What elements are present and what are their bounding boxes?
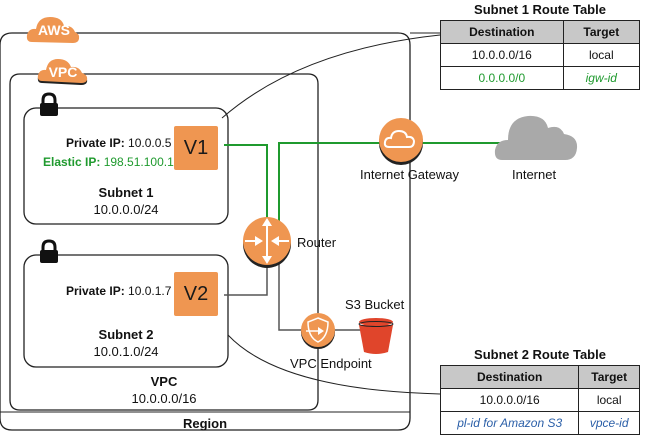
vpc-boundary [9,73,319,411]
rt1-row2-destination: 0.0.0.0/0 [440,66,564,90]
rt1-row1-destination: 10.0.0.0/16 [440,43,564,67]
subnet2-private-ip-value: 10.0.1.7 [128,284,172,298]
subnet2-name: Subnet 2 [98,327,154,342]
vpc-name: VPC [150,374,178,389]
rt1-header-target: Target [562,20,641,44]
route-table-2: Destination Target 10.0.0.0/16 local pl-… [439,365,640,435]
internet-gateway-icon [379,118,423,165]
s3-bucket-label: S3 Bucket [345,297,405,312]
table-row: 0.0.0.0/0 igw-id [440,66,641,90]
rt2-row1-target: local [578,388,640,412]
route-table-1-title: Subnet 1 Route Table [474,2,606,17]
aws-tag-label: AWS [38,22,70,38]
vpc-cloud-badge [37,59,88,85]
subnet1-cidr: 10.0.0.0/24 [93,202,159,217]
rt2-row1-destination: 10.0.0.0/16 [439,388,580,412]
rt1-association-line [221,34,441,119]
internet-route-line-v1 [224,144,268,228]
internet-gateway-label: Internet Gateway [360,167,459,182]
subnet1-private-ip: Private IP: 10.0.0.5 [66,136,171,150]
vpc-endpoint-icon [301,313,335,349]
rt1-row1-target: local [562,43,641,67]
subnet2-lock-icon [40,239,58,263]
route-table-2-title: Subnet 2 Route Table [474,347,606,362]
subnet1-boundary [23,107,229,225]
route-table-1: Destination Target 10.0.0.0/16 local 0.0… [440,20,641,90]
s3-bucket-icon [358,318,394,354]
v2-router-line [224,258,268,296]
internet-label: Internet [512,167,557,182]
subnet1-name: Subnet 1 [98,185,154,200]
table-row: 10.0.0.0/16 local [439,388,640,412]
subnet1-elastic-ip: Elastic IP: 198.51.100.1 [43,155,174,169]
vpc-cidr: 10.0.0.0/16 [131,391,197,406]
rt2-row2-destination: pl-id for Amazon S3 [439,411,580,435]
subnet1-elastic-ip-value: 198.51.100.1 [103,155,174,169]
subnet2-private-ip: Private IP: 10.0.1.7 [66,284,171,298]
subnet1-lock-icon [40,92,58,116]
subnet1-elastic-ip-label: Elastic IP: [43,155,101,169]
vpc-endpoint-label: VPC Endpoint [290,356,372,371]
internet-cloud-icon [494,115,578,160]
subnet2-boundary [23,254,229,368]
rt2-row2-target: vpce-id [578,411,640,435]
router-icon [243,217,291,268]
subnet1-private-ip-value: 10.0.0.5 [128,136,172,150]
router-endpoint-line [278,258,302,331]
region-label: Region [182,416,228,431]
instance-v1[interactable]: V1 [174,126,218,170]
rt1-row2-target: igw-id [562,66,641,90]
rt1-header-destination: Destination [440,20,564,44]
subnet1-private-ip-label: Private IP: [66,136,125,150]
subnet2-cidr: 10.0.1.0/24 [93,344,159,359]
table-row: 10.0.0.0/16 local [440,43,641,67]
rt2-header-target: Target [578,365,640,389]
router-label: Router [297,235,337,250]
vpc-tag-label: VPC [48,64,78,80]
instance-v2[interactable]: V2 [174,272,218,316]
table-row: pl-id for Amazon S3 vpce-id [439,411,640,435]
subnet2-private-ip-label: Private IP: [66,284,125,298]
rt2-header-destination: Destination [439,365,580,389]
rt2-association-line [227,334,441,395]
aws-cloud-badge [26,17,80,43]
